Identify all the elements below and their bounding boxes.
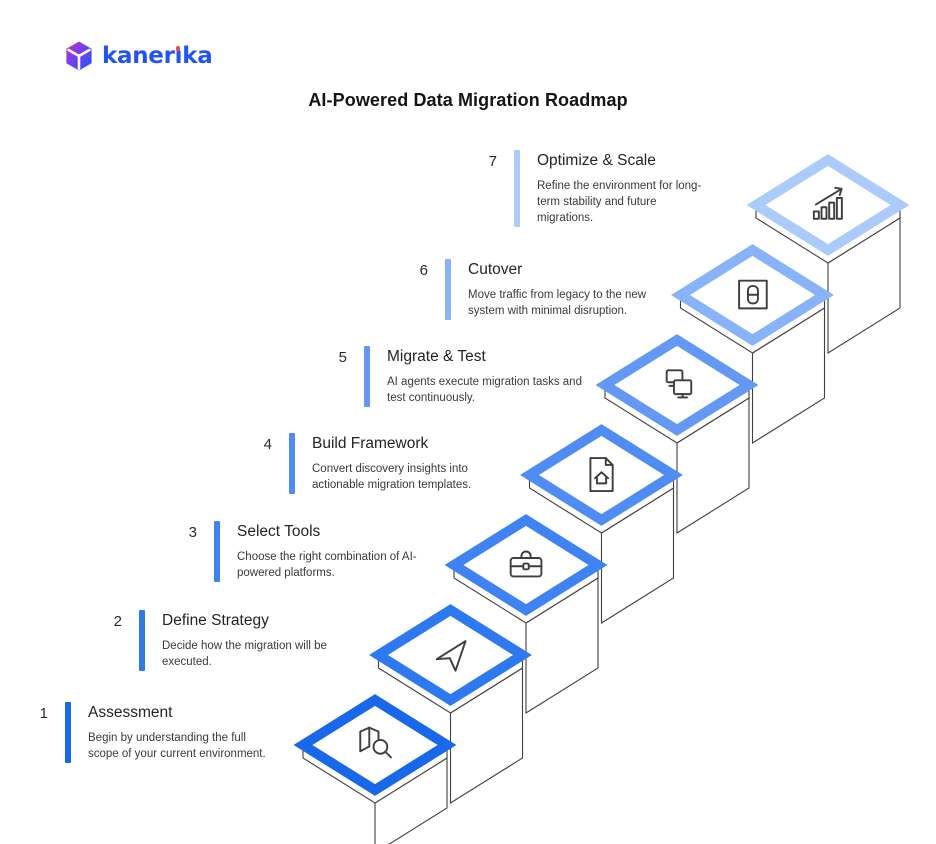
roadmap-step-2	[369, 604, 532, 804]
step-text: Migrate & Test AI agents execute migrati…	[387, 346, 592, 407]
step-item: 5 Migrate & Test AI agents execute migra…	[323, 346, 592, 408]
step-accent-bar	[289, 433, 295, 495]
step-description: Choose the right combination of AI-power…	[237, 551, 417, 580]
step-diamond	[293, 694, 457, 796]
page-title: AI-Powered Data Migration Roadmap	[308, 90, 628, 110]
briefcase-icon	[509, 550, 543, 578]
step-diamond	[520, 424, 683, 526]
wordmark-i-dot	[175, 46, 181, 51]
roadmap-step-7	[746, 154, 910, 354]
step-number: 6	[419, 262, 428, 279]
step-title: Define Strategy	[162, 612, 269, 629]
step-description: Decide how the migration will be execute…	[162, 640, 327, 669]
step-accent-bar	[514, 150, 520, 227]
wordmark-i: ı	[174, 42, 183, 69]
step-description: Move traffic from legacy to the new syst…	[468, 289, 647, 318]
step-title: Cutover	[468, 261, 523, 278]
step-number: 2	[113, 613, 122, 630]
step-number: 1	[39, 705, 48, 722]
switch-icon	[738, 279, 768, 310]
step-item: 7 Optimize & Scale Refine the environmen…	[473, 150, 715, 227]
step-diamond	[369, 604, 532, 706]
document-home-icon	[589, 457, 614, 493]
kanerika-cube-icon	[66, 41, 92, 71]
step-accent-bar	[364, 346, 370, 408]
step-diamond	[444, 514, 608, 616]
step-item: 2 Define Strategy Decide how the migrati…	[98, 610, 357, 672]
roadmap-step-4	[520, 424, 683, 624]
step-diamond	[746, 154, 910, 256]
step-item: 4 Build Framework Convert discovery insi…	[248, 433, 507, 495]
step-text: Assessment Begin by understanding the fu…	[88, 702, 278, 763]
step-text: Build Framework Convert discovery insigh…	[312, 433, 507, 494]
step-title: Build Framework	[312, 435, 429, 452]
step-text: Optimize & Scale Refine the environment …	[537, 150, 715, 227]
step-title: Select Tools	[237, 523, 321, 540]
step-text: Select Tools Choose the right combinatio…	[237, 521, 432, 582]
step-description: Refine the environment for long-term sta…	[537, 180, 702, 225]
step-number: 7	[488, 153, 497, 170]
step-accent-bar	[139, 610, 145, 672]
step-description: Begin by understanding the full scope of…	[88, 732, 266, 761]
roadmap-step-6	[671, 244, 834, 444]
step-accent-bar	[445, 259, 451, 321]
step-title: Optimize & Scale	[537, 152, 656, 169]
growth-chart-icon	[812, 186, 843, 220]
step-item: 6 Cutover Move traffic from legacy to th…	[404, 259, 673, 321]
step-accent-bar	[65, 702, 71, 764]
step-title: Assessment	[88, 704, 173, 721]
step-description: Convert discovery insights into actionab…	[312, 463, 472, 492]
wordmark-post: ka	[182, 42, 213, 69]
step-number: 3	[188, 524, 197, 541]
step-title: Migrate & Test	[387, 348, 486, 365]
step-text: Define Strategy Decide how the migration…	[162, 610, 357, 671]
roadmap-step-1	[293, 694, 457, 844]
roadmap-step-3	[444, 514, 608, 714]
step-item: 3 Select Tools Choose the right combinat…	[173, 521, 432, 583]
wordmark-pre: kaner	[102, 42, 175, 69]
roadmap-step-5	[595, 334, 759, 534]
step-item: 1 Assessment Begin by understanding the …	[24, 702, 278, 764]
step-accent-bar	[214, 521, 220, 583]
step-number: 5	[338, 349, 347, 366]
step-description: AI agents execute migration tasks and te…	[387, 376, 582, 405]
navigation-arrow-icon	[435, 640, 467, 672]
step-text: Cutover Move traffic from legacy to the …	[468, 259, 673, 320]
monitors-icon	[665, 369, 693, 399]
step-number: 4	[263, 436, 272, 453]
map-search-icon	[359, 726, 392, 759]
